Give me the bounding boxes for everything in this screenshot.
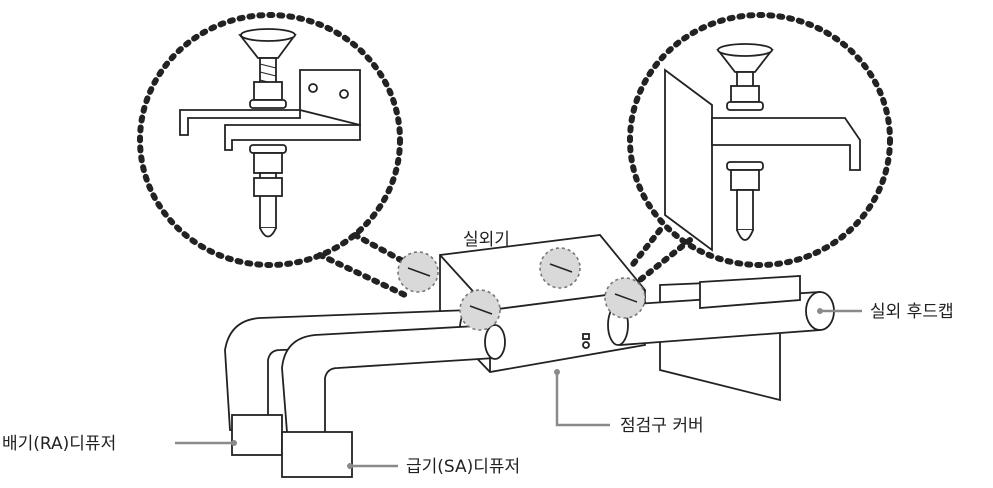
leader-dot-exhaust: [231, 440, 237, 446]
label-supply-diffuser: 급기(SA)디퓨저: [406, 457, 520, 477]
right-detail-bubble: [627, 12, 893, 283]
supply-duct: [281, 324, 506, 478]
label-inspection-cover: 점검구 커버: [620, 416, 704, 436]
leader-dot-hood-cap: [817, 308, 823, 314]
left-detail-hanger-bolt: [179, 28, 361, 238]
left-detail-bubble: [137, 12, 413, 298]
label-hood-cap: 실외 후드캡: [870, 302, 954, 322]
leader-dot-inspection-cover: [554, 369, 560, 375]
label-unit: 실외기: [463, 230, 510, 250]
right-detail-hanger-bolt: [664, 43, 861, 252]
leader-dot-supply: [347, 463, 353, 469]
leader-inspection-cover: [555, 372, 610, 427]
bolt-detail-markers: [397, 247, 646, 331]
label-exhaust-diffuser: 배기(RA)디퓨저: [2, 434, 116, 454]
leader-lines: [175, 308, 862, 469]
